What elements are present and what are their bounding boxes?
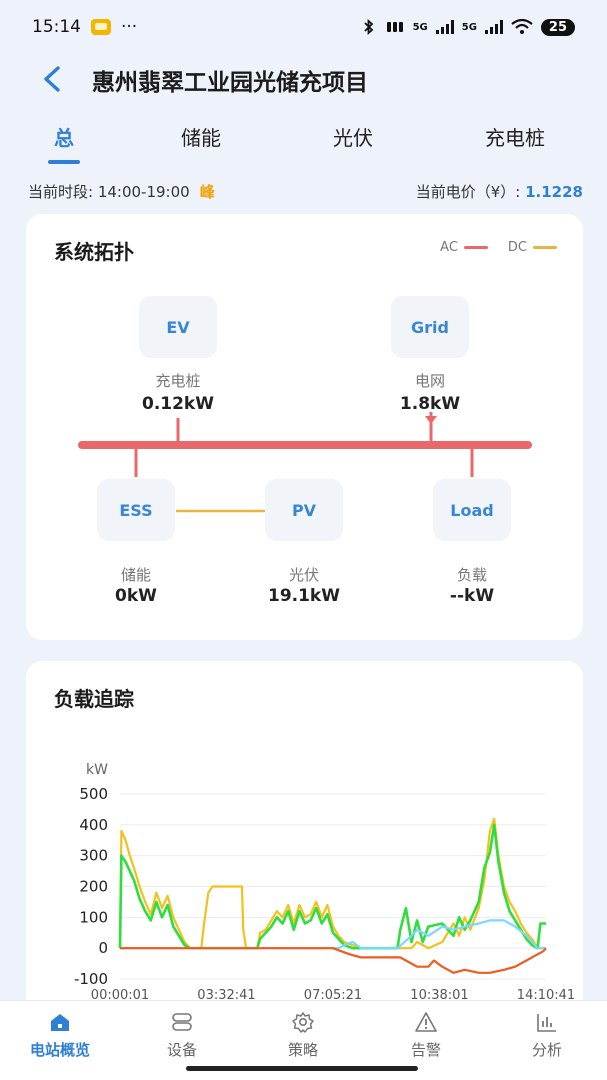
grid-flow-arrow xyxy=(425,416,437,424)
topology-legend: AC DC xyxy=(440,240,557,255)
topology-card: 系统拓扑 AC DC EV 充电桩 0.12kW Grid 电网 1.8kW E… xyxy=(26,214,583,640)
nav-alert-label: 告警 xyxy=(410,1041,441,1059)
y-tick-label: 400 xyxy=(79,816,108,834)
nav-device-label: 设备 xyxy=(166,1041,197,1059)
current-period: 当前时段: 14:00-19:00 xyxy=(28,183,190,201)
y-tick-label: -100 xyxy=(74,970,108,988)
node-ev[interactable]: EV xyxy=(139,296,217,358)
peak-badge: 峰 xyxy=(199,183,215,201)
nav-overview[interactable]: 电站概览 xyxy=(10,1011,110,1060)
legend-ac-label: AC xyxy=(440,240,458,255)
nav-strategy[interactable]: 策略 xyxy=(253,1011,353,1060)
chevron-left-icon xyxy=(44,66,60,92)
bluetooth-icon xyxy=(363,19,373,35)
network-type: 5G xyxy=(412,21,428,33)
hotspot-icon xyxy=(386,22,403,32)
x-tick-label: 00:00:01 xyxy=(91,988,149,1000)
message-icon xyxy=(91,19,111,35)
chart-icon xyxy=(537,1014,556,1032)
chart-series-line-1 xyxy=(118,823,546,950)
battery-level: 25 xyxy=(540,18,575,36)
node-load[interactable]: Load xyxy=(433,479,511,541)
back-button[interactable] xyxy=(36,62,68,96)
node-ev-label: 充电桩 xyxy=(155,372,201,390)
tab-charger[interactable]: 充电桩 xyxy=(485,126,545,150)
chart-xticks: 00:00:01 03:32:41 07:05:21 10:38:01 14:10:41 xyxy=(91,988,575,1000)
load-chart[interactable]: kW 500 400 300 200 100 0 -100 00:00:01 03:32:41… xyxy=(26,661,583,1000)
price-period-row: 当前时段: 14:00-19:00 峰 当前电价（¥）: 1.1228 xyxy=(28,178,583,204)
app-header: 惠州翡翠工业园光储充项目 xyxy=(0,54,607,104)
chart-series xyxy=(118,817,547,974)
price-label: 当前电价（¥）: xyxy=(415,183,521,201)
nav-alert[interactable]: 告警 xyxy=(376,1011,476,1060)
chart-series-line-3 xyxy=(120,947,547,974)
legend-ac-swatch xyxy=(463,246,488,249)
home-indicator xyxy=(186,1066,418,1071)
nav-analysis[interactable]: 分析 xyxy=(497,1011,597,1060)
y-tick-label: 500 xyxy=(79,785,108,803)
y-tick-label: 200 xyxy=(79,878,108,896)
x-tick-label: 03:32:41 xyxy=(197,988,255,1000)
x-tick-label: 14:10:41 xyxy=(517,988,575,1000)
tab-total[interactable]: 总 xyxy=(54,126,74,150)
y-tick-label: 100 xyxy=(79,908,108,926)
network-type-2: 5G xyxy=(461,21,477,33)
node-load-label: 负载 xyxy=(456,566,487,584)
chart-ylabel: kW xyxy=(86,762,108,778)
node-ess-label: 储能 xyxy=(120,566,151,584)
status-time: 15:14 xyxy=(32,17,81,37)
legend-dc-swatch xyxy=(533,246,557,249)
node-load-value: --kW xyxy=(449,586,495,606)
wifi-icon xyxy=(511,19,533,34)
topology-title: 系统拓扑 xyxy=(54,240,134,264)
nav-overview-label: 电站概览 xyxy=(29,1041,90,1059)
price-value: 1.1228 xyxy=(525,183,583,201)
nav-device[interactable]: 设备 xyxy=(132,1011,232,1060)
node-ess-value: 0kW xyxy=(115,586,157,606)
chart-series-line-0 xyxy=(118,817,546,950)
chart-series-line-2 xyxy=(120,919,546,950)
legend-dc-label: DC xyxy=(507,240,527,255)
signal-icon xyxy=(435,20,454,34)
status-more: ··· xyxy=(121,17,138,37)
node-pv[interactable]: PV xyxy=(265,479,343,541)
load-tracking-card: 负载追踪 kW 500 400 300 200 100 0 -100 00:00:01 03:… xyxy=(26,661,583,1061)
gear-icon xyxy=(292,1012,314,1033)
topology-lines xyxy=(78,412,532,513)
x-tick-label: 07:05:21 xyxy=(304,988,362,1000)
device-icon xyxy=(172,1013,192,1031)
node-grid-value: 1.8kW xyxy=(399,394,461,414)
tab-active-indicator xyxy=(48,160,80,164)
tab-pv[interactable]: 光伏 xyxy=(333,126,373,150)
y-tick-label: 0 xyxy=(98,939,108,957)
nav-strategy-label: 策略 xyxy=(287,1041,318,1059)
alert-icon xyxy=(415,1012,437,1032)
node-grid[interactable]: Grid xyxy=(391,296,469,358)
node-ev-value: 0.12kW xyxy=(141,394,214,414)
tab-bar: 总 储能 光伏 充电桩 xyxy=(0,112,607,168)
node-pv-label: 光伏 xyxy=(288,566,319,584)
y-tick-label: 300 xyxy=(79,847,108,865)
x-tick-label: 10:38:01 xyxy=(410,988,468,1000)
status-bar: 15:14 ··· 5G 5G 25 xyxy=(0,0,607,54)
node-grid-label: 电网 xyxy=(414,372,445,390)
nav-analysis-label: 分析 xyxy=(531,1041,562,1059)
chart-yticks: 500 400 300 200 100 0 -100 xyxy=(74,785,108,988)
tab-storage[interactable]: 储能 xyxy=(181,126,221,150)
node-ess[interactable]: ESS xyxy=(97,479,175,541)
signal-icon-2 xyxy=(484,20,503,34)
load-tracking-title: 负载追踪 xyxy=(54,687,134,711)
node-pv-value: 19.1kW xyxy=(267,586,340,606)
home-icon xyxy=(51,1014,69,1031)
page-title: 惠州翡翠工业园光储充项目 xyxy=(92,70,368,96)
